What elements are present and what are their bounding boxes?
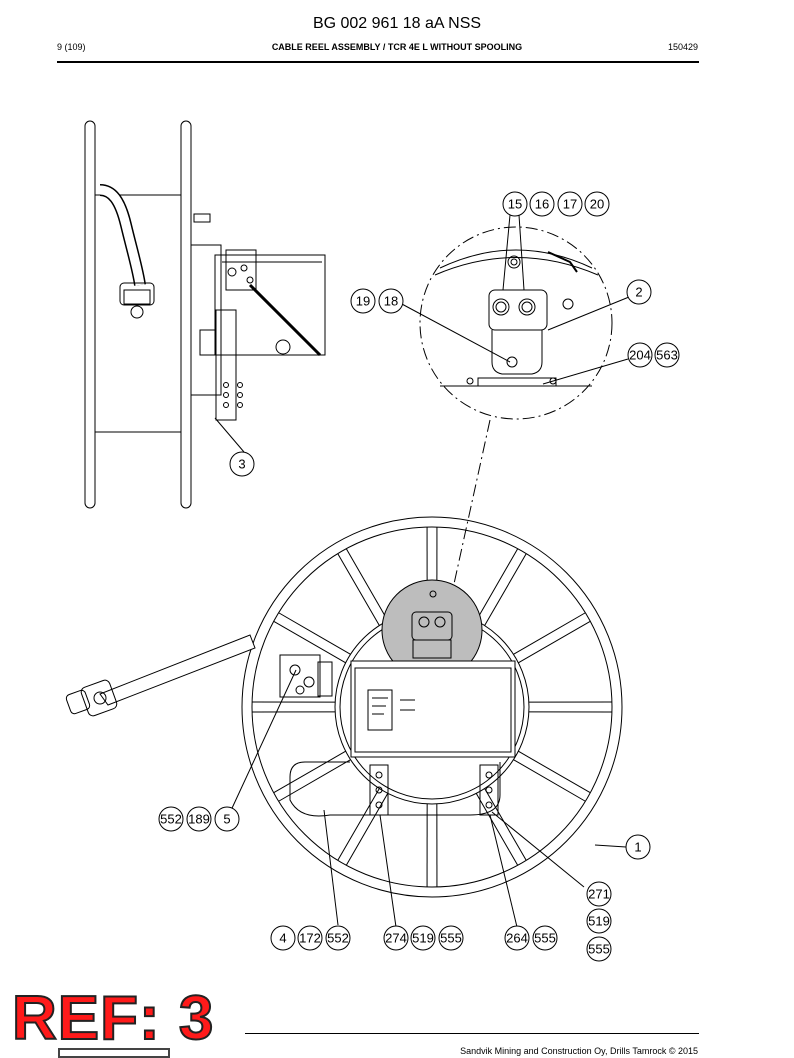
reel-spoke	[518, 751, 590, 792]
callout-189: 189	[187, 807, 211, 831]
callout-555-right: 555	[587, 937, 611, 961]
svg-text:189: 189	[188, 812, 210, 827]
callout-3: 3	[230, 452, 254, 476]
reel-spoke	[518, 621, 590, 662]
detail-view	[420, 227, 612, 593]
callout-16: 16	[530, 192, 554, 216]
footer-copyright: Sandvik Mining and Construction Oy, Dril…	[460, 1046, 698, 1056]
callout-552-bottom: 552	[326, 926, 350, 950]
reel-spoke	[476, 793, 517, 865]
callout-552-left: 552	[159, 807, 183, 831]
svg-text:274: 274	[385, 931, 407, 946]
callout-18: 18	[379, 289, 403, 313]
reel-spoke	[279, 613, 351, 655]
svg-text:20: 20	[590, 197, 604, 212]
reel-spoke	[338, 788, 380, 860]
reel-spoke	[338, 554, 380, 626]
svg-text:519: 519	[412, 931, 434, 946]
callout-274: 274	[384, 926, 408, 950]
callout-519-bottom: 519	[411, 926, 435, 950]
reel-spoke	[513, 613, 585, 655]
svg-text:271: 271	[588, 887, 610, 902]
svg-text:172: 172	[299, 931, 321, 946]
callout-264: 264	[505, 926, 529, 950]
callout-563: 563	[655, 343, 679, 367]
svg-text:204: 204	[629, 348, 651, 363]
reel-spoke	[346, 549, 387, 621]
svg-text:264: 264	[506, 931, 528, 946]
callout-20: 20	[585, 192, 609, 216]
svg-text:555: 555	[534, 931, 556, 946]
svg-text:563: 563	[656, 348, 678, 363]
side-view	[85, 121, 325, 508]
callout-271: 271	[587, 882, 611, 906]
svg-text:5: 5	[223, 812, 230, 827]
callout-1: 1	[626, 835, 650, 859]
footer-rule	[245, 1033, 699, 1034]
callout-555-last: 555	[533, 926, 557, 950]
svg-text:18: 18	[384, 294, 398, 309]
reel-spoke	[485, 788, 527, 860]
reel-spoke	[485, 554, 527, 626]
svg-text:552: 552	[160, 812, 182, 827]
callout-17: 17	[558, 192, 582, 216]
svg-text:16: 16	[535, 197, 549, 212]
reel-spoke	[279, 760, 351, 802]
callout-15: 15	[503, 192, 527, 216]
callout-519-right: 519	[587, 909, 611, 933]
svg-text:555: 555	[440, 931, 462, 946]
callout-4: 4	[271, 926, 295, 950]
svg-text:17: 17	[563, 197, 577, 212]
front-view	[65, 517, 622, 897]
reel-spoke	[476, 549, 517, 621]
callout-555-bottom: 555	[439, 926, 463, 950]
ref-stamp: REF: 3	[12, 988, 214, 1050]
callout-172: 172	[298, 926, 322, 950]
svg-text:555: 555	[588, 942, 610, 957]
callout-5: 5	[215, 807, 239, 831]
reel-spoke	[513, 760, 585, 802]
svg-text:3: 3	[238, 457, 245, 472]
svg-text:15: 15	[508, 197, 522, 212]
reel-spoke	[274, 751, 346, 792]
svg-text:519: 519	[588, 914, 610, 929]
sandvik-logo	[58, 1048, 170, 1058]
callout-2: 2	[627, 280, 651, 304]
svg-text:2: 2	[635, 285, 642, 300]
svg-text:19: 19	[356, 294, 370, 309]
svg-text:4: 4	[279, 931, 286, 946]
svg-text:552: 552	[327, 931, 349, 946]
callout-204: 204	[628, 343, 652, 367]
callout-19: 19	[351, 289, 375, 313]
svg-text:1: 1	[634, 840, 641, 855]
